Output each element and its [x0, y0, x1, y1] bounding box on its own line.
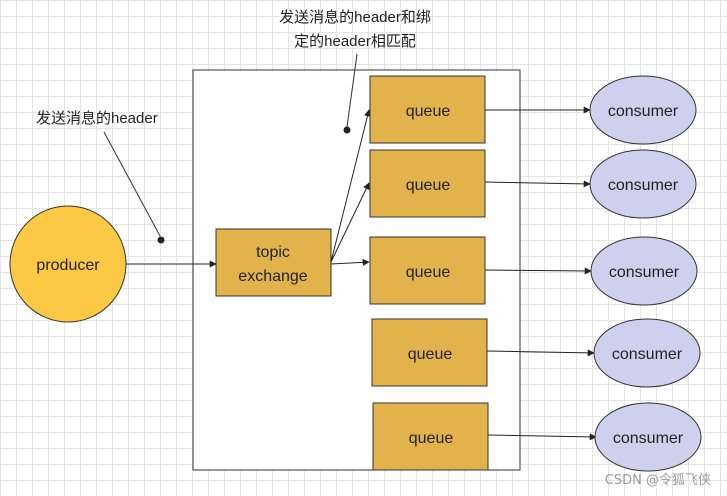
- callout-top-leader: [346, 53, 358, 128]
- watermark: CSDN @令狐飞侠: [604, 473, 711, 488]
- consumer-4-label: consumer: [612, 346, 683, 363]
- consumer-2-label: consumer: [608, 177, 679, 194]
- queue-1-label: queue: [406, 103, 451, 120]
- queue-2-to-consumer-arrow: [484, 180, 591, 188]
- callout-left-label: 发送消息的header: [36, 110, 158, 127]
- queue-3-node: [369, 236, 486, 305]
- queue-1-node: [369, 75, 486, 144]
- exchange-label-line1: topic: [256, 244, 290, 261]
- callout-top-line1: 发送消息的header和绑: [279, 9, 431, 26]
- callout-top-dot: [343, 126, 351, 134]
- callout-top-line2: 定的header相匹配: [294, 33, 416, 50]
- consumer-3-node: [590, 236, 698, 306]
- exchange-to-queue-2-arrow: [330, 182, 370, 263]
- consumer-3-label: consumer: [609, 264, 680, 281]
- topic-exchange-node: [215, 228, 332, 297]
- exchange-label-line2: exchange: [238, 268, 307, 285]
- queue-5-to-consumer-arrow: [487, 433, 597, 441]
- queue-4-node: [371, 318, 488, 387]
- callout-left-leader: [103, 131, 161, 237]
- queue-3-label: queue: [406, 264, 451, 281]
- callout-left-dot: [157, 236, 165, 244]
- exchange-to-queue-1-arrow: [330, 109, 371, 263]
- queue-2-label: queue: [406, 177, 451, 194]
- consumer-1-label: consumer: [608, 103, 679, 120]
- producer-label: producer: [36, 257, 100, 274]
- consumer-1-node: [589, 75, 697, 145]
- queue-5-node: [372, 402, 489, 471]
- queue-2-node: [369, 149, 486, 218]
- consumer-5-label: consumer: [613, 430, 684, 447]
- queue-4-to-consumer-arrow: [486, 349, 595, 357]
- consumer-4-node: [593, 318, 701, 388]
- consumer-5-node: [594, 402, 702, 472]
- queue-3-to-consumer-arrow: [484, 267, 592, 275]
- consumer-2-node: [589, 149, 697, 219]
- queue-4-label: queue: [408, 346, 453, 363]
- exchange-to-queue-3-arrow: [330, 258, 370, 266]
- queue-5-label: queue: [409, 430, 454, 447]
